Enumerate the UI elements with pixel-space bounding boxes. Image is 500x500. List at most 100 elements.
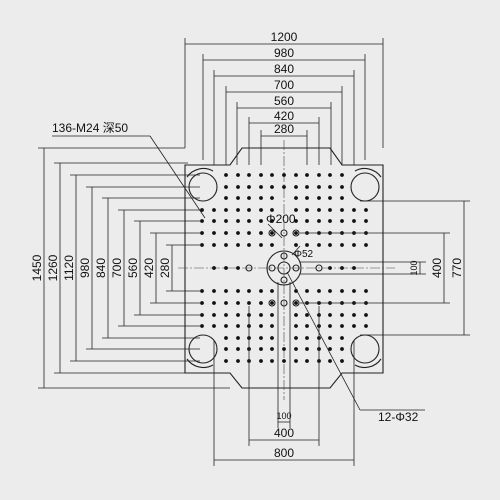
- tapped-hole: [305, 219, 309, 223]
- tapped-hole: [328, 173, 332, 177]
- tapped-hole: [259, 347, 263, 351]
- tapped-hole: [340, 219, 344, 223]
- tapped-hole: [236, 196, 240, 200]
- tapped-hole: [212, 219, 216, 223]
- tapped-hole: [259, 173, 263, 177]
- tapped-hole: [352, 324, 356, 328]
- tapped-hole: [212, 301, 216, 305]
- tapped-hole: [224, 243, 228, 247]
- tapped-hole: [270, 231, 274, 235]
- tapped-hole: [352, 243, 356, 247]
- tapped-hole: [224, 173, 228, 177]
- tapped-hole: [282, 347, 286, 351]
- tapped-hole: [340, 173, 344, 177]
- tapped-hole: [305, 185, 309, 189]
- label-tapped-holes: 136-M24 深50: [52, 121, 128, 135]
- top-dim-420: 420: [274, 109, 294, 123]
- tapped-hole: [294, 208, 298, 212]
- tapped-hole: [305, 196, 309, 200]
- tapped-hole: [340, 313, 344, 317]
- tapped-hole: [247, 231, 251, 235]
- tie-bar-hole-arcs: [186, 167, 382, 369]
- tapped-hole: [282, 359, 286, 363]
- tie-bar-hole-bottom-left: [188, 334, 218, 364]
- tapped-hole: [224, 219, 228, 223]
- tapped-hole: [328, 266, 332, 270]
- tapped-hole: [282, 185, 286, 189]
- leader-lines: [52, 135, 425, 411]
- tapped-hole: [294, 313, 298, 317]
- left-dim-1120: 1120: [62, 255, 76, 281]
- tapped-hole: [364, 289, 368, 293]
- tapped-hole: [224, 336, 228, 340]
- tapped-hole: [212, 208, 216, 212]
- tapped-hole: [270, 336, 274, 340]
- tapped-hole: [364, 208, 368, 212]
- tapped-hole: [364, 324, 368, 328]
- tapped-hole: [224, 313, 228, 317]
- tie-bar-hole-bottom-right: [350, 334, 380, 364]
- tapped-hole: [340, 243, 344, 247]
- tapped-hole: [364, 243, 368, 247]
- tapped-hole: [200, 324, 204, 328]
- bottom-dim-800: 800: [274, 446, 294, 460]
- top-dim-700: 700: [274, 78, 294, 92]
- platen-outline: [184, 147, 384, 389]
- tapped-hole: [340, 185, 344, 189]
- tapped-hole: [259, 243, 263, 247]
- left-dim-700: 700: [110, 258, 124, 278]
- bottom-dim-400: 400: [274, 426, 294, 440]
- tapped-hole: [340, 208, 344, 212]
- tapped-hole: [270, 324, 274, 328]
- tapped-hole: [224, 359, 228, 363]
- tapped-hole: [247, 185, 251, 189]
- tapped-hole: [270, 289, 274, 293]
- tapped-hole: [212, 231, 216, 235]
- tapped-hole: [224, 185, 228, 189]
- tapped-hole: [317, 243, 321, 247]
- tapped-hole: [340, 347, 344, 351]
- tapped-hole: [200, 301, 204, 305]
- tapped-hole: [270, 208, 274, 212]
- tapped-hole: [340, 289, 344, 293]
- tapped-hole: [224, 196, 228, 200]
- tapped-hole: [247, 173, 251, 177]
- tie-bar-hole-top-left: [188, 172, 218, 202]
- top-dim-1200: 1200: [271, 30, 298, 44]
- tapped-hole: [328, 289, 332, 293]
- tapped-hole: [328, 336, 332, 340]
- tapped-hole: [328, 313, 332, 317]
- tapped-hole: [305, 324, 309, 328]
- tapped-hole: [224, 231, 228, 235]
- tapped-hole: [236, 289, 240, 293]
- tapped-hole: [224, 324, 228, 328]
- tapped-hole: [224, 208, 228, 212]
- tapped-hole: [270, 185, 274, 189]
- tapped-hole: [328, 243, 332, 247]
- right-dimension-lines: [300, 200, 470, 336]
- tapped-hole: [340, 324, 344, 328]
- top-dim-560: 560: [274, 94, 294, 108]
- tapped-hole: [340, 266, 344, 270]
- tapped-hole: [270, 313, 274, 317]
- tapped-hole: [200, 243, 204, 247]
- tapped-hole: [328, 359, 332, 363]
- tapped-hole: [236, 336, 240, 340]
- tapped-hole: [259, 313, 263, 317]
- tapped-hole: [212, 243, 216, 247]
- tapped-hole: [200, 208, 204, 212]
- tapped-hole: [236, 219, 240, 223]
- tapped-hole: [317, 185, 321, 189]
- tapped-hole: [352, 219, 356, 223]
- tapped-hole: [259, 336, 263, 340]
- tapped-hole: [282, 173, 286, 177]
- tapped-hole: [270, 359, 274, 363]
- tapped-hole: [294, 324, 298, 328]
- left-dim-840: 840: [94, 258, 108, 278]
- tapped-hole: [364, 219, 368, 223]
- tapped-hole: [270, 173, 274, 177]
- tapped-hole: [270, 219, 274, 223]
- tapped-hole: [247, 196, 251, 200]
- tapped-hole: [352, 289, 356, 293]
